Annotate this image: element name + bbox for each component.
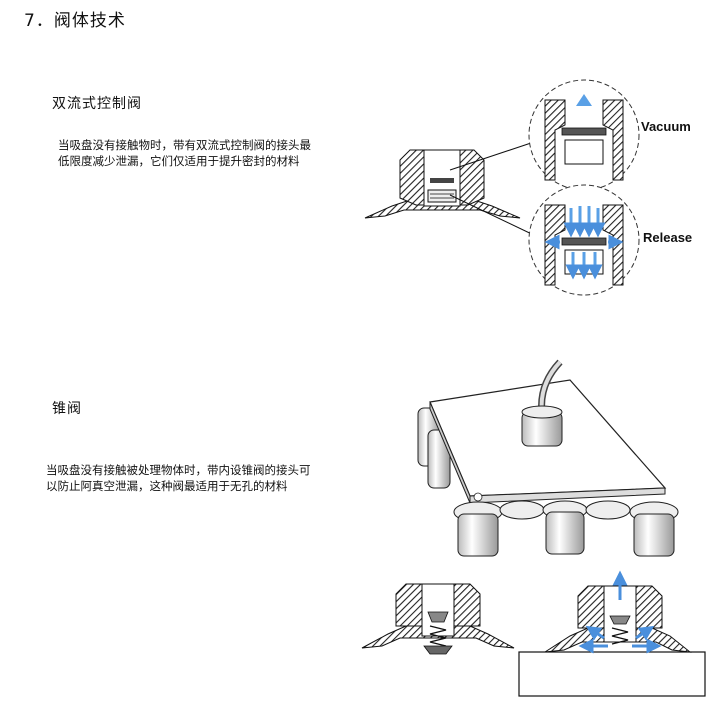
release-label: Release xyxy=(643,230,692,245)
cone-valve-closed xyxy=(518,570,706,697)
desc-line: 当吸盘没有接触被处理物体时，带内设锥阀的接头可 xyxy=(46,463,311,477)
section-desc-dual-flow: 当吸盘没有接触物时，带有双流式控制阀的接头最 低限度减少泄漏，它们仅适用于提升密… xyxy=(58,137,311,169)
desc-line: 当吸盘没有接触物时，带有双流式控制阀的接头最 xyxy=(58,138,311,152)
page-title: 7．阀体技术 xyxy=(24,11,126,31)
vacuum-label: Vacuum xyxy=(641,119,691,134)
desc-line: 以防止阿真空泄漏，这种阀最适用于无孔的材料 xyxy=(46,479,288,493)
section-title-cone-valve: 锥阀 xyxy=(52,401,82,417)
plate-on-cups-illustration xyxy=(417,359,679,557)
release-detail: Release xyxy=(528,184,692,296)
desc-line: 低限度减少泄漏，它们仅适用于提升密封的材料 xyxy=(58,154,300,168)
dual-flow-valve-section xyxy=(364,139,541,239)
vacuum-detail: Vacuum xyxy=(528,79,691,191)
section-desc-cone-valve: 当吸盘没有接触被处理物体时，带内设锥阀的接头可 以防止阿真空泄漏，这种阀最适用于… xyxy=(46,462,311,494)
cone-valve-open xyxy=(361,583,515,655)
section-title-dual-flow: 双流式控制阀 xyxy=(52,96,142,112)
